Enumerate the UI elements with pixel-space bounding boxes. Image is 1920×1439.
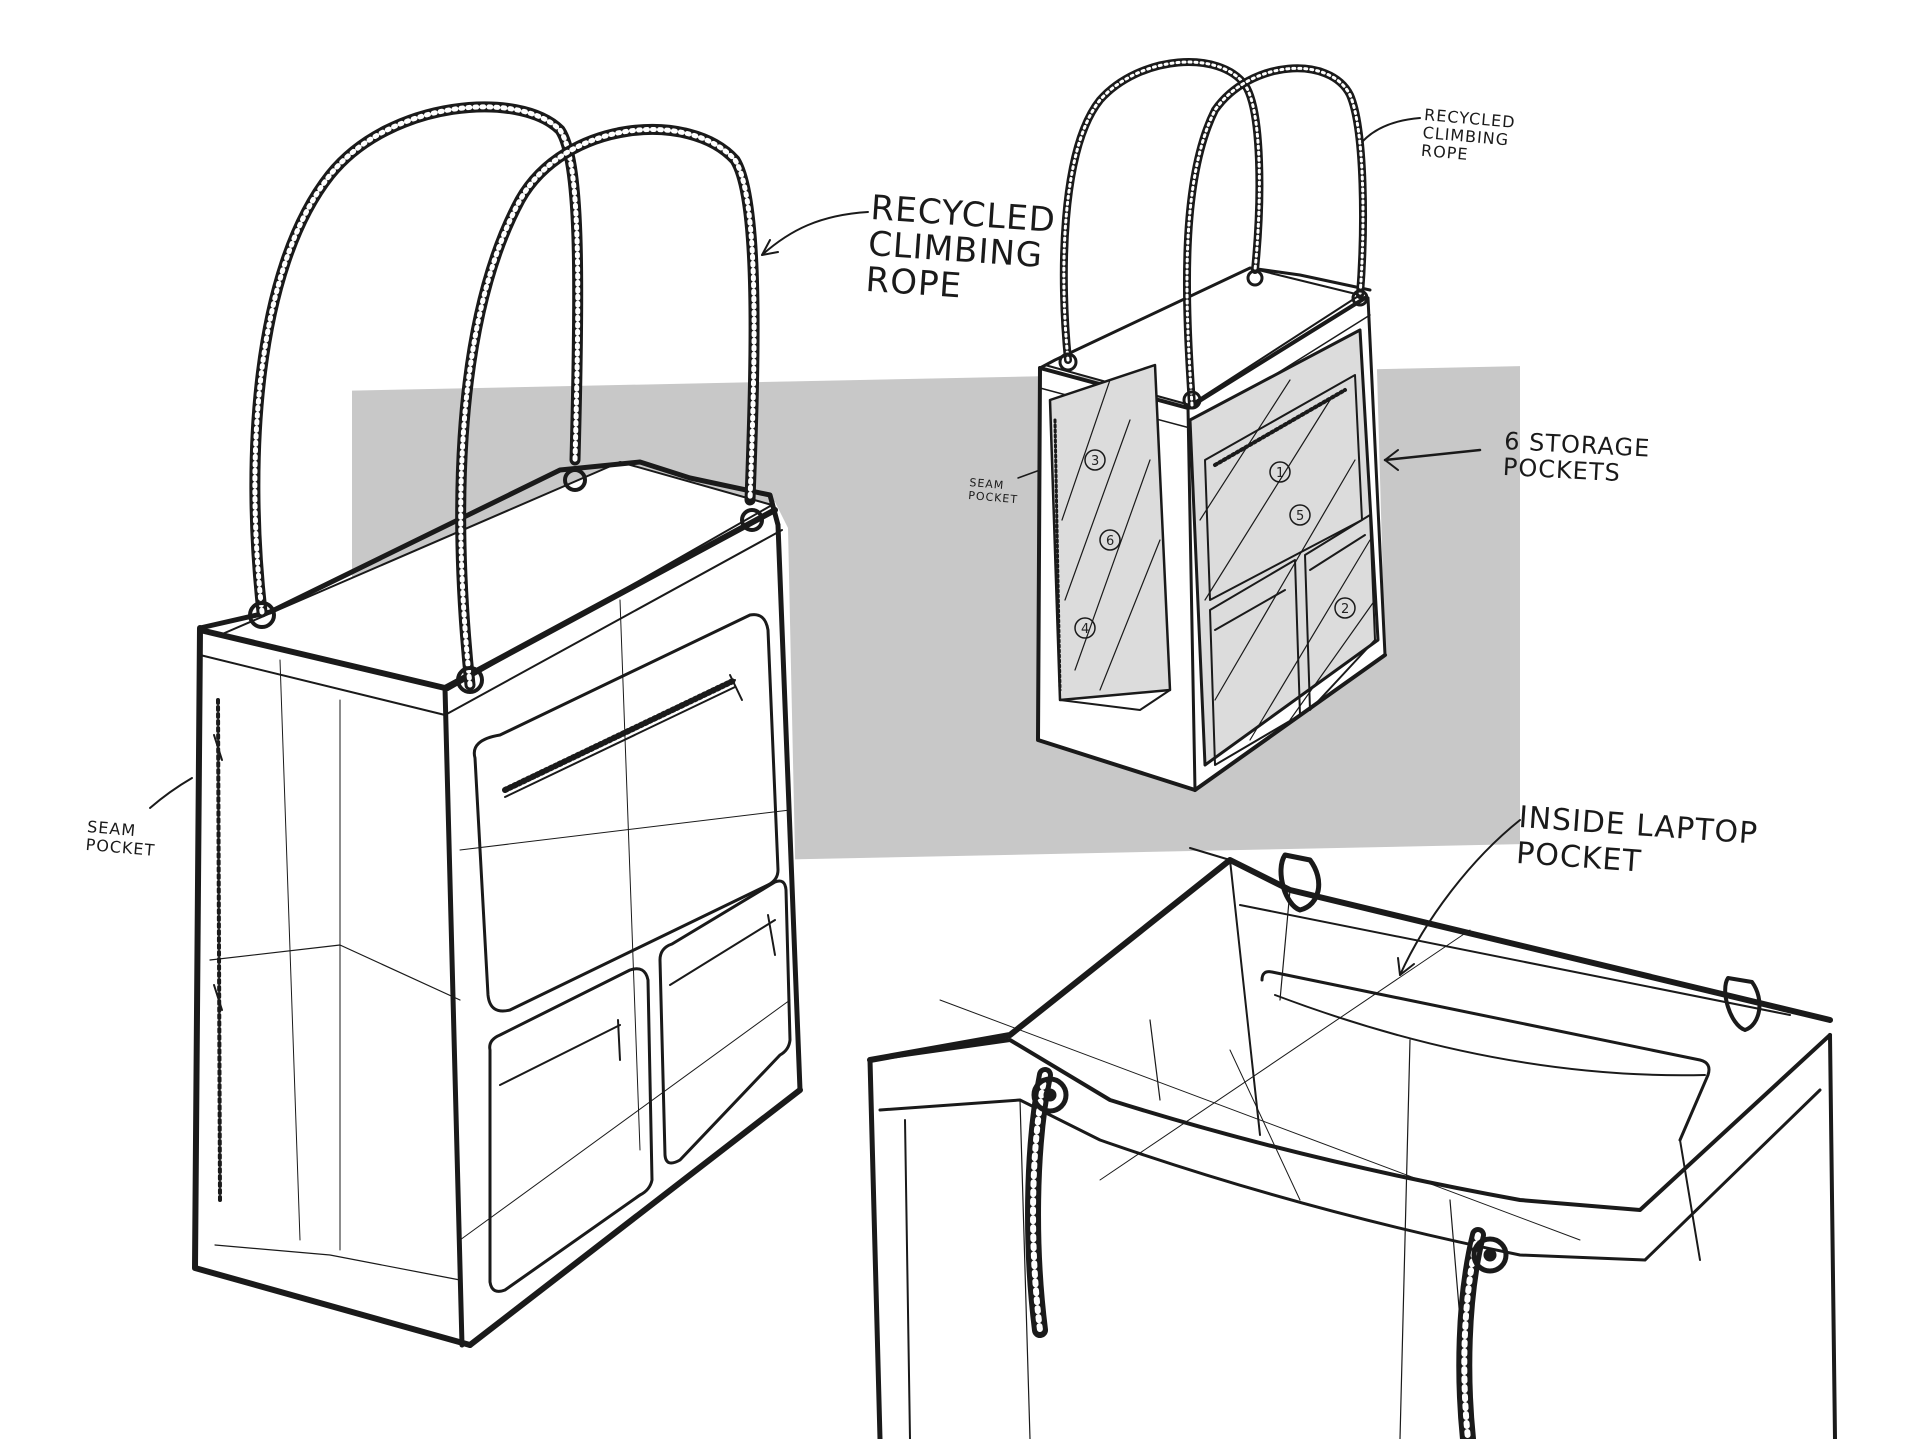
pocket-number-3: 3 [1091,454,1099,469]
small-tote [1017,58,1482,792]
annotation-seam-pocket-large: SEAM POCKET [84,817,157,860]
annotation-seam-pocket-small: SEAM POCKET [967,476,1019,507]
pocket-number-2: 2 [1341,602,1349,617]
pocket-number-5: 5 [1296,509,1304,524]
pocket-number-labels: 1 2 3 4 5 6 [1081,454,1349,637]
pocket-number-6: 6 [1106,534,1114,549]
large-tote [149,101,869,1348]
annotation-storage-pockets: 6 STORAGE POCKETS [1502,427,1652,488]
annotation-recycled-rope-small: RECYCLED CLIMBING ROPE [1420,105,1517,164]
annotation-recycled-rope-large: RECYCLED CLIMBING ROPE [864,188,1058,307]
pocket-number-4: 4 [1081,622,1089,637]
open-tote [867,819,1837,1439]
pocket-number-1: 1 [1276,466,1284,481]
